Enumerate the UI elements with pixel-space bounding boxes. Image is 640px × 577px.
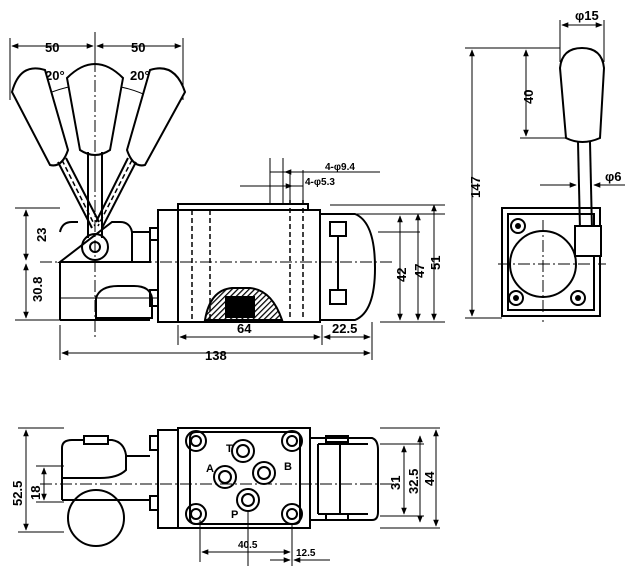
dim-22-5: 22.5	[332, 321, 357, 336]
dim-47: 47	[412, 264, 427, 278]
dim-width-50-group: 50 50	[9, 32, 184, 180]
hole-large-callout: 4-φ9.4	[325, 162, 355, 173]
front-left-dims: 23 30.8	[15, 207, 60, 321]
port-b-label: B	[284, 461, 292, 473]
end-cap	[319, 213, 377, 321]
hole-small-callout: 4-φ5.3	[305, 177, 335, 188]
port-a-label: A	[206, 463, 214, 475]
port-b	[252, 461, 276, 485]
dim-phi6: φ6	[605, 169, 622, 184]
ports: T A B P	[206, 439, 292, 521]
pivot-ring	[81, 233, 109, 261]
hole-callouts: 4-φ9.4 4-φ5.3	[240, 158, 380, 205]
dim-32-5: 32.5	[406, 469, 421, 494]
dim-angle-left: 20°	[45, 68, 65, 83]
top-view: T A B P 52.5 18 31 32.5 44	[10, 427, 440, 566]
dim-50-left: 50	[45, 40, 59, 55]
dim-64: 64	[237, 321, 252, 336]
side-view: φ15 40 147 φ6	[465, 8, 625, 322]
dim-147: 147	[468, 176, 483, 198]
dim-40: 40	[521, 90, 536, 104]
side-mount-holes	[508, 218, 586, 306]
side-handle-knob	[558, 46, 606, 143]
plan-lever-top	[61, 439, 127, 479]
foot-block	[95, 285, 153, 319]
dim-51: 51	[428, 256, 443, 270]
dim-42: 42	[394, 268, 409, 282]
side-pivot-block	[574, 225, 602, 257]
port-p-label: P	[231, 509, 238, 521]
front-view: 50 50 20° 20°	[9, 32, 445, 363]
handle-left-ghost	[10, 67, 100, 229]
dim-angle-right: 20°	[130, 68, 150, 83]
dim-52-5: 52.5	[10, 481, 25, 506]
front-bottom-dims: 64 22.5 138	[59, 321, 373, 363]
port-a	[213, 465, 237, 489]
dim-23: 23	[34, 228, 49, 242]
port-t	[231, 439, 255, 463]
subplate	[177, 427, 311, 529]
dim-12-5: 12.5	[296, 548, 316, 559]
port-t-label: T	[226, 443, 233, 455]
dim-18: 18	[28, 486, 43, 500]
dim-30-8: 30.8	[30, 277, 45, 302]
plan-lever-disc	[67, 489, 125, 547]
dim-138: 138	[205, 348, 227, 363]
dim-phi15: φ15	[575, 8, 599, 23]
dim-50-right: 50	[131, 40, 145, 55]
dim-44: 44	[422, 471, 437, 486]
pivot-bracket	[57, 221, 133, 263]
side-body	[501, 207, 601, 317]
front-right-dims: 42 47 51	[320, 204, 445, 323]
dim-31: 31	[388, 476, 403, 490]
dim-40-5: 40.5	[238, 540, 258, 551]
plan-end-cap	[309, 437, 379, 521]
port-p	[236, 488, 260, 512]
